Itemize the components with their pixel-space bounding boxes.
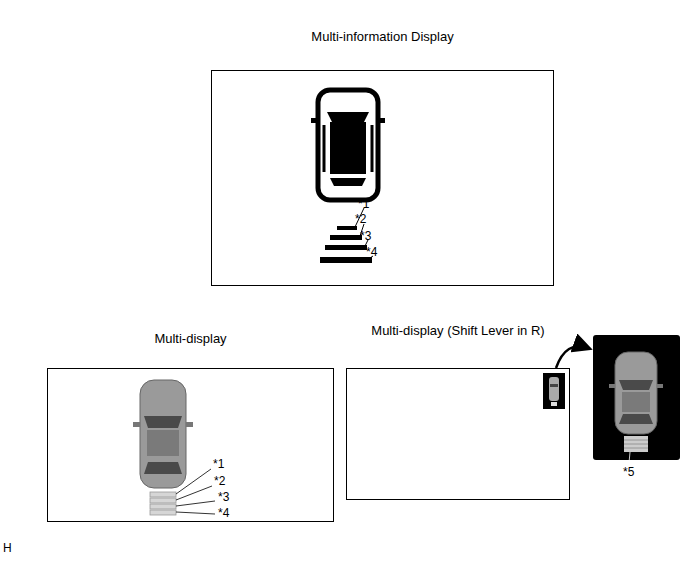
callout-number: *4 — [366, 245, 377, 259]
display-heading: Multi-display — [154, 331, 226, 346]
callout-number: *4 — [218, 506, 229, 520]
callout-number: *2 — [214, 474, 225, 488]
display-heading: Multi-display (Shift Lever in R) — [371, 323, 544, 338]
display-frame: Multi-display — [47, 368, 334, 522]
zoom-arrow — [556, 346, 588, 368]
vehicle-enlarged — [593, 335, 680, 463]
vehicle-image — [133, 380, 193, 488]
callout-number: *1 — [358, 197, 369, 211]
vehicle-icon — [311, 90, 385, 200]
display-frame: Multi-display (Shift Lever in R) — [346, 368, 570, 500]
figure-code: H — [3, 541, 12, 555]
callout-number: *3 — [360, 229, 371, 243]
display-frame: Multi-information Display — [211, 70, 554, 286]
sensor-bars — [150, 492, 176, 515]
vehicle-thumbnail — [543, 373, 565, 409]
display-heading: Multi-information Display — [311, 29, 453, 44]
callout-number: *2 — [355, 212, 366, 226]
leader-lines — [176, 469, 215, 514]
callout-number: *1 — [213, 457, 224, 471]
sensor-bars — [320, 226, 372, 263]
callout-number: *3 — [218, 490, 229, 504]
callout-number: *5 — [623, 465, 634, 479]
